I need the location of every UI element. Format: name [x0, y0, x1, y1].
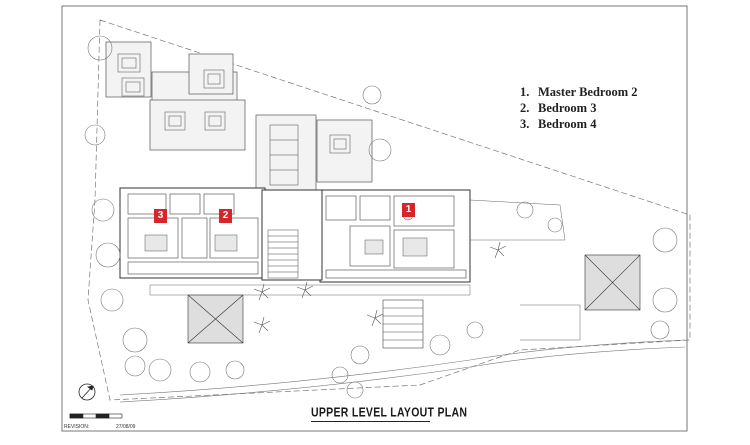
title-underline: [311, 421, 430, 422]
rooms: [127, 193, 467, 279]
legend-item-3: 3.Bedroom 4: [520, 117, 597, 131]
legend-item-1: 1.Master Bedroom 2: [520, 85, 638, 99]
room-legend: 1.Master Bedroom 2 2.Bedroom 3 3.Bedroom…: [520, 84, 638, 132]
plan-title: UPPER LEVEL LAYOUT PLAN: [311, 405, 468, 420]
north-arrow-icon: [78, 383, 96, 401]
driveway: [119, 339, 686, 396]
garden-trees: [117, 53, 351, 154]
garden-courts: [105, 41, 373, 191]
deck: [382, 299, 424, 349]
pavilion-left: [187, 294, 244, 344]
palms: [253, 241, 507, 334]
terraces: [149, 199, 581, 341]
revision-date: 27/08/09: [116, 424, 136, 430]
building: [119, 187, 471, 283]
scale-bar: [69, 413, 123, 419]
revision-label: REVISION:: [64, 424, 90, 430]
pavilion-right: [584, 254, 641, 311]
marker-2: 2: [219, 209, 232, 223]
trees: [84, 35, 678, 399]
stair: [267, 124, 299, 279]
legend-item-2: 2.Bedroom 3: [520, 101, 597, 115]
site-boundary: [87, 19, 691, 401]
marker-1: 1: [402, 203, 415, 217]
drawing-border: [61, 5, 688, 432]
marker-3: 3: [154, 209, 167, 223]
furniture: [144, 209, 428, 257]
